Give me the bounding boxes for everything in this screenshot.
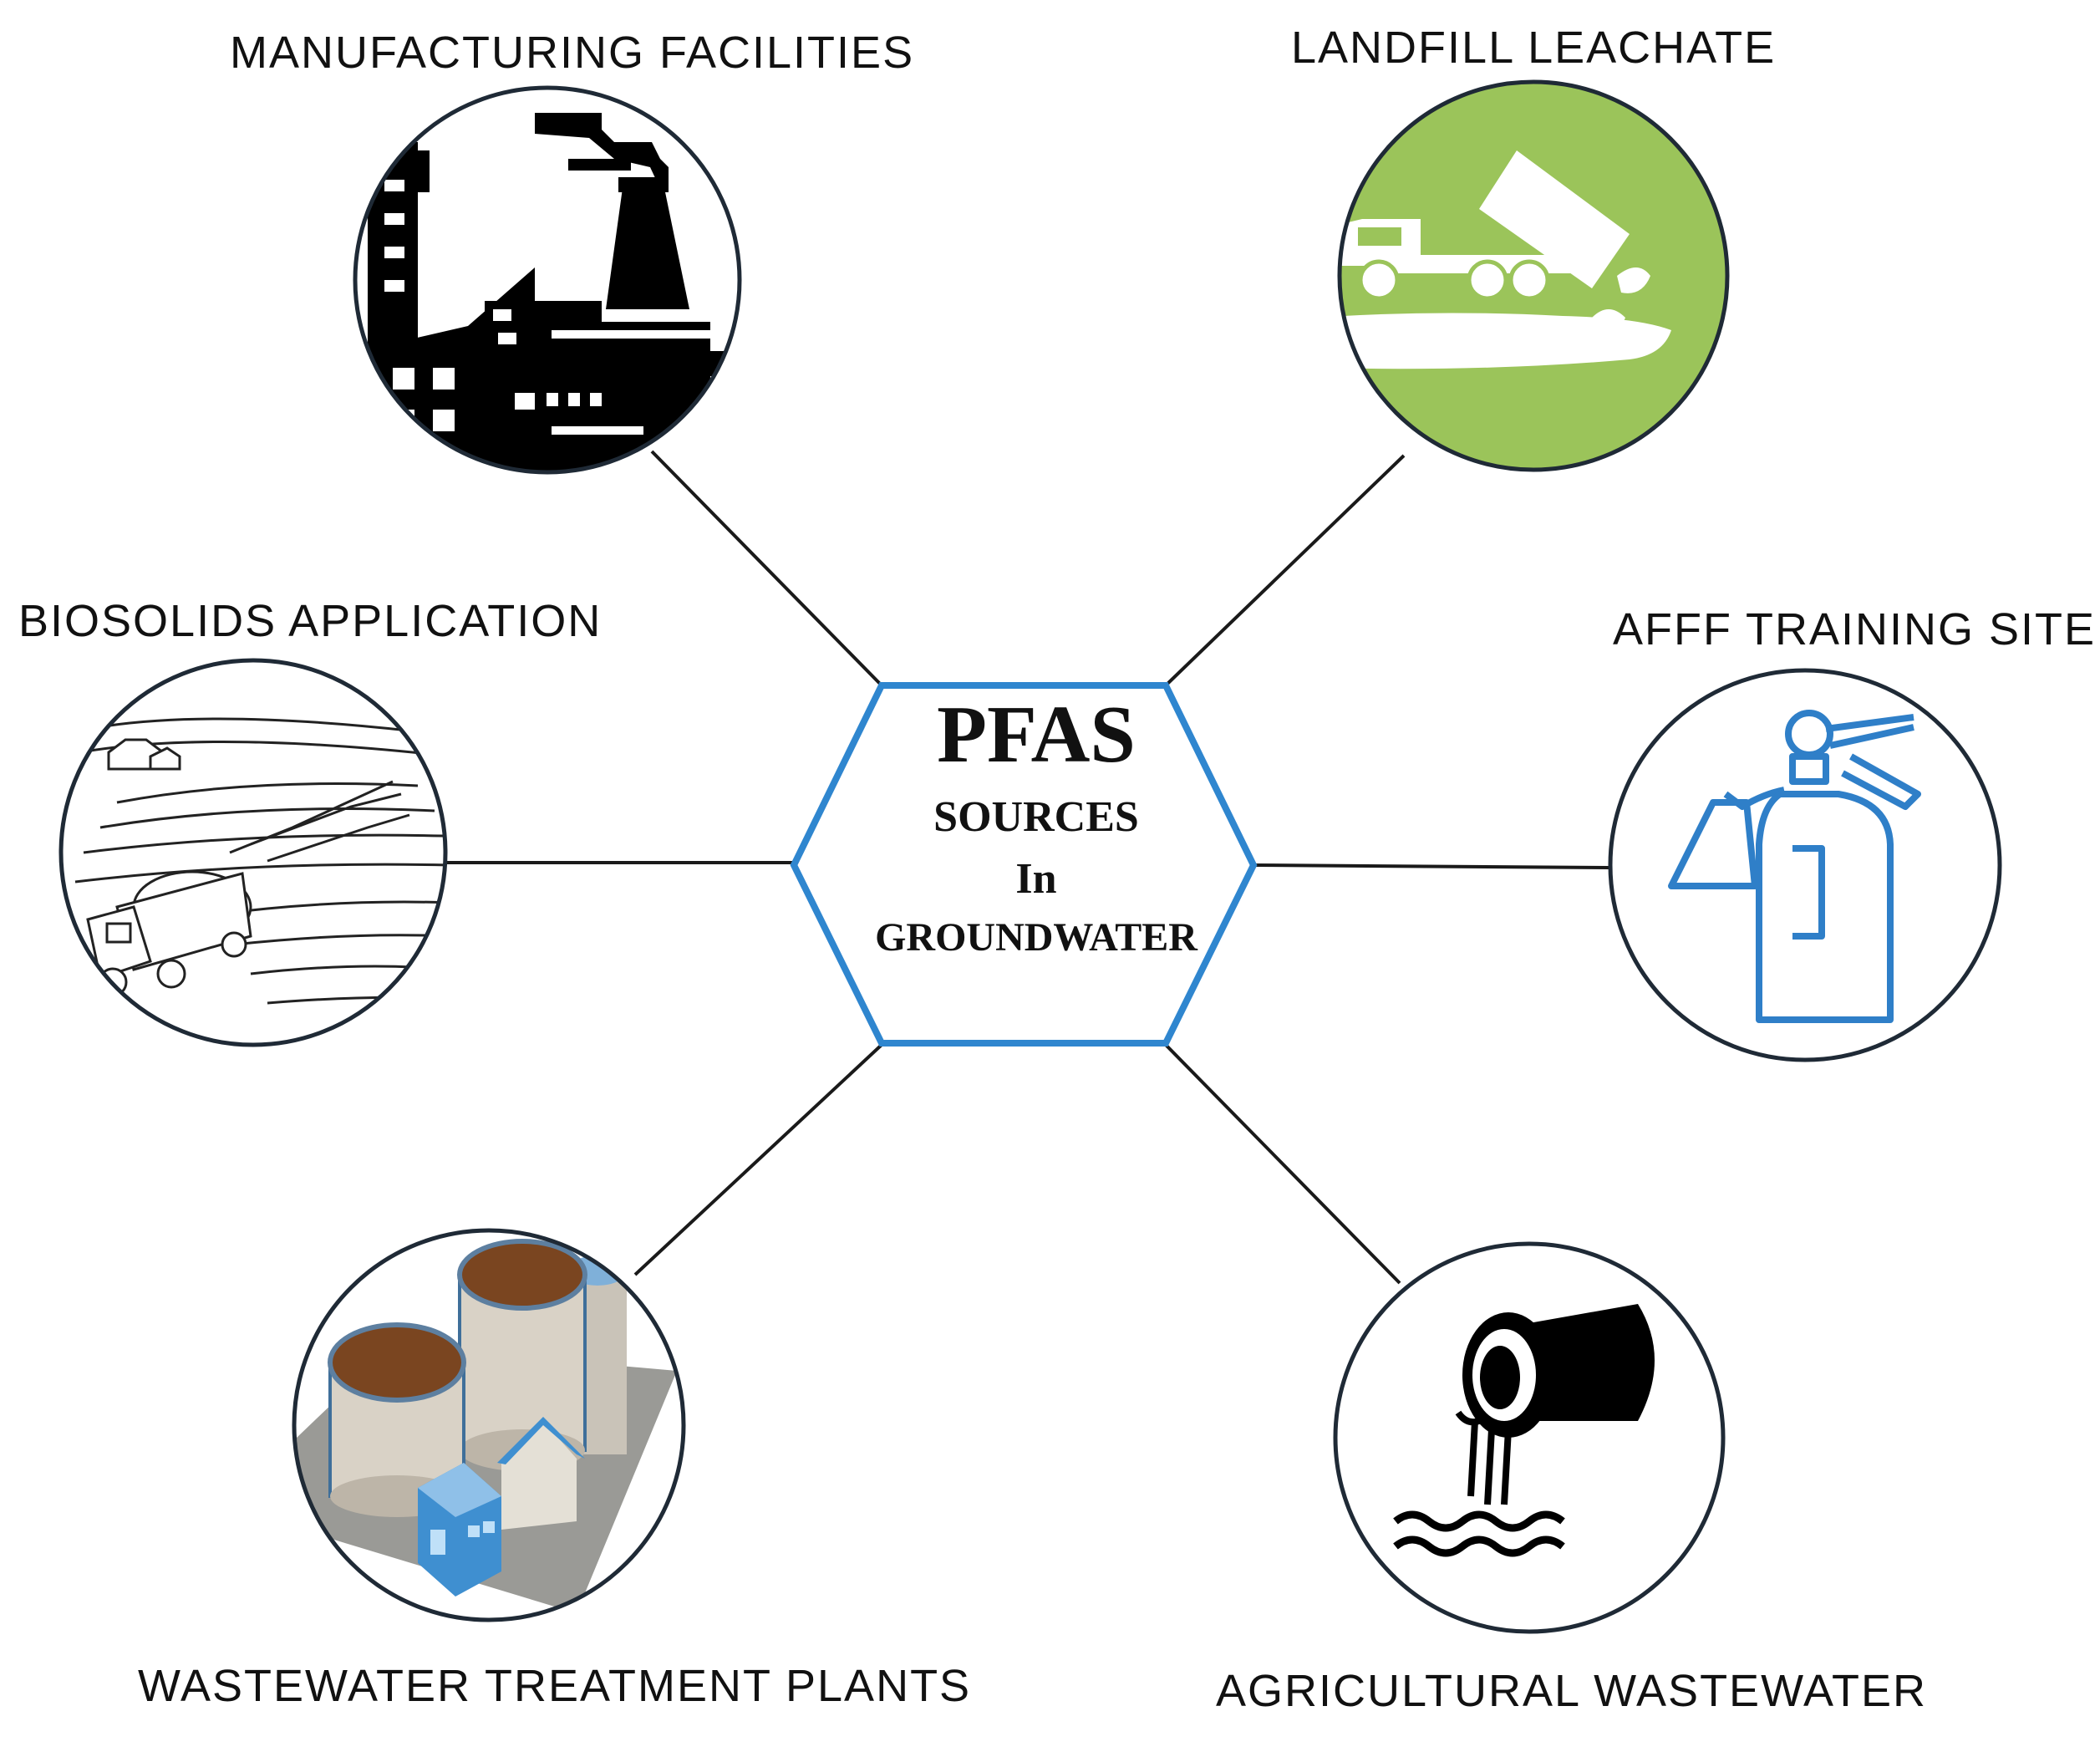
label-manufacturing-facilities: MANUFACTURING FACILITIES xyxy=(230,28,915,78)
center-title-in: In xyxy=(1015,855,1057,903)
label-wastewater-treatment-plants: WASTEWATER TREATMENT PLANTS xyxy=(138,1661,972,1711)
label-afff-training-site: AFFF TRAINING SITE xyxy=(1613,604,2097,654)
connector-afff xyxy=(1253,863,1609,869)
center-title: PFAS SOURCES In GROUNDWATER xyxy=(840,694,1233,963)
fire-extinguisher-icon xyxy=(1608,668,2002,1062)
tanker-field-icon xyxy=(58,658,448,1047)
label-biosolids-application: BIOSOLIDS APPLICATION xyxy=(18,596,603,646)
connector-landfill xyxy=(1164,454,1406,687)
treatment-plant-icon xyxy=(292,1228,686,1622)
connector-wastewater xyxy=(633,1043,883,1276)
connector-manufacturing xyxy=(650,450,883,687)
label-landfill-leachate: LANDFILL LEACHATE xyxy=(1291,23,1777,73)
discharge-pipe-icon xyxy=(1333,1241,1726,1634)
connector-lines xyxy=(447,450,1609,1285)
center-hexagon xyxy=(790,682,1258,1047)
connector-agricultural xyxy=(1164,1043,1401,1285)
label-agricultural-wastewater: AGRICULTURAL WASTEWATER xyxy=(1216,1666,1928,1716)
center-title-sources: SOURCES xyxy=(933,793,1139,841)
factory-icon xyxy=(353,85,742,475)
dump-truck-icon xyxy=(1337,79,1730,472)
center-title-groundwater: GROUNDWATER xyxy=(875,915,1197,960)
center-title-pfas: PFAS xyxy=(937,690,1136,780)
